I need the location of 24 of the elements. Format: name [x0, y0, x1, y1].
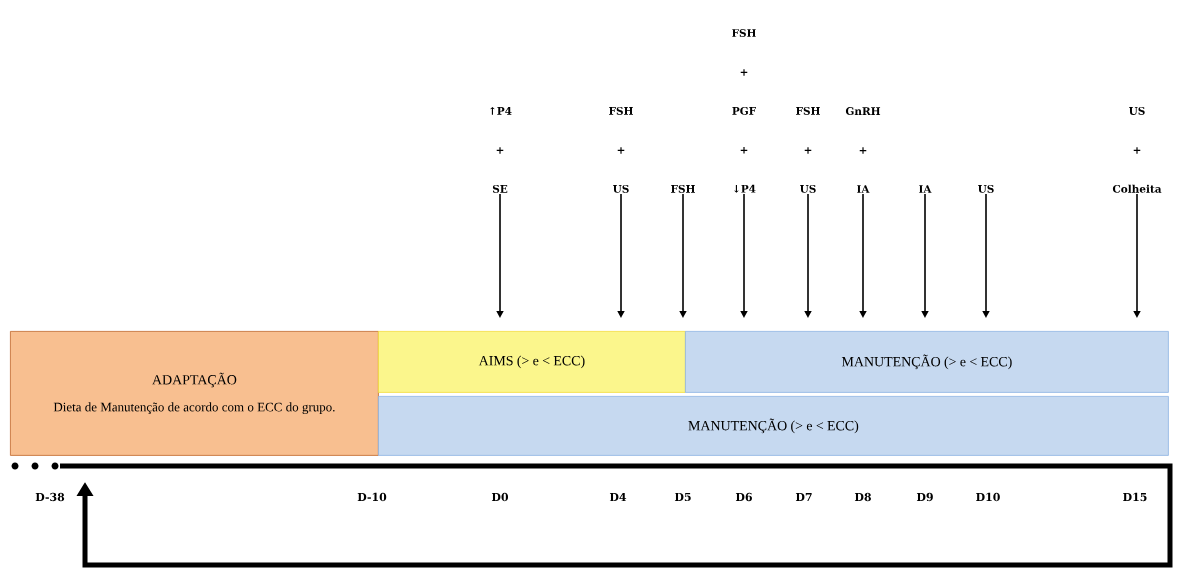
day-label: D15: [1123, 492, 1147, 502]
day-label: D4: [609, 492, 627, 502]
event-text: US + Colheita: [1112, 106, 1162, 193]
day-label: D7: [795, 493, 812, 501]
event-text: ↑P4 + SE: [490, 106, 512, 193]
phase-box: MANUTENÇÃO (> e < ECC): [378, 396, 1169, 456]
event-text: US: [978, 184, 994, 193]
event-text: GnRH + IA: [845, 107, 881, 193]
day-label: D-38: [35, 492, 65, 502]
day-label: D0: [491, 492, 509, 502]
phase-box: ADAPTAÇÃO Dieta de Manutenção de acordo com o ECC do grupo.: [10, 331, 379, 456]
day-label: D9: [916, 492, 933, 502]
event-text: FSH + PGF + ↓P4: [732, 29, 756, 193]
day-label: D5: [674, 492, 691, 502]
event-text: FSH + US: [796, 106, 820, 193]
event-text: FSH: [671, 184, 695, 193]
day-label: D-10: [357, 492, 387, 502]
phase-box: AIMS (> e < ECC): [378, 331, 686, 393]
day-label: D10: [976, 492, 1000, 502]
day-label: D6: [735, 492, 752, 502]
phase-box: MANUTENÇÃO (> e < ECC): [685, 331, 1169, 393]
event-text: FSH + US: [609, 106, 633, 193]
event-text: IA: [919, 185, 932, 193]
day-label: D8: [854, 492, 871, 502]
